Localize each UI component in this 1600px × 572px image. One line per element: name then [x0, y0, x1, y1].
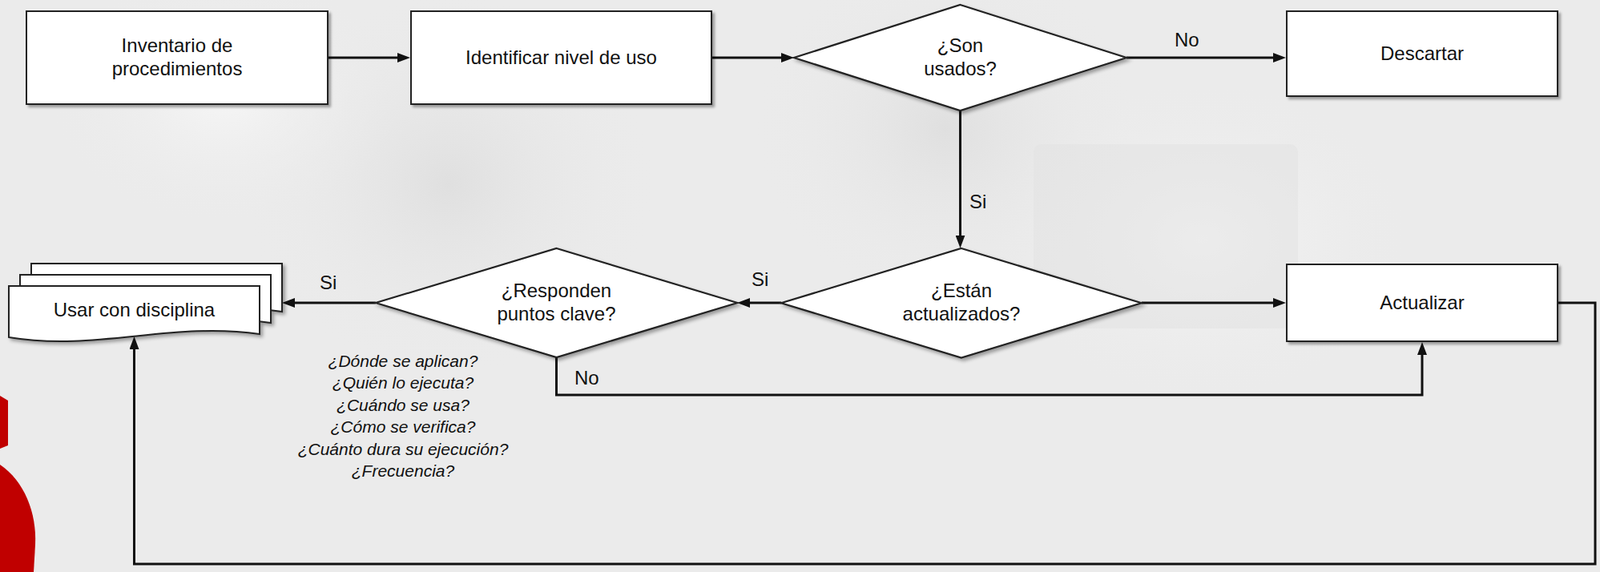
node-text: Usar con disciplina — [53, 298, 215, 323]
edge-label: Si — [969, 190, 987, 214]
question-note: ¿Cuánto dura su ejecución? — [242, 438, 564, 460]
question-note: ¿Dónde se aplican? — [242, 350, 564, 372]
question-note: ¿Cómo se verifica? — [242, 415, 564, 438]
document-page — [8, 286, 260, 342]
edge-label: No — [1174, 28, 1200, 52]
decision-diamond: ¿Son usados? — [793, 4, 1127, 111]
flow-connector — [556, 348, 1423, 395]
text-holder: Usar con disciplina — [8, 286, 260, 335]
red-accent — [0, 395, 9, 449]
question-note: ¿Frecuencia? — [242, 459, 564, 482]
text-holder: ¿Están actualizados? — [781, 248, 1142, 359]
process-box: Identificar nivel de uso — [410, 10, 713, 105]
question-note: ¿Quién lo ejecuta? — [242, 371, 564, 394]
process-box: Inventario de procedimientos — [25, 10, 329, 105]
node-text: ¿Son usados? — [916, 34, 1005, 81]
text-holder: ¿Son usados? — [793, 4, 1127, 111]
node-text: ¿Están actualizados? — [893, 279, 1030, 327]
edge-label: Si — [751, 268, 769, 291]
node-text: Actualizar — [1379, 291, 1464, 315]
text-holder: Inventario de procedimientos — [27, 12, 327, 104]
node-text: Descartar — [1380, 42, 1464, 66]
flow-connector — [743, 301, 782, 304]
node-text: ¿Responden puntos clave? — [487, 279, 625, 327]
red-accent — [0, 464, 36, 572]
flow-connector — [1126, 56, 1280, 60]
decision-diamond: ¿Están actualizados? — [781, 248, 1142, 359]
flow-connector — [328, 56, 404, 60]
text-holder: Actualizar — [1287, 265, 1557, 341]
multi-document: Usar con disciplina — [8, 263, 283, 343]
question-note: ¿Cuándo se usa? — [242, 394, 564, 416]
text-holder: ¿Responden puntos clave? — [375, 248, 738, 358]
text-holder: Identificar nivel de uso — [411, 12, 711, 104]
diamond-shape — [781, 248, 1142, 359]
diamond-shape — [793, 4, 1127, 111]
edge-label-box: Si — [751, 268, 769, 291]
decision-diamond: ¿Responden puntos clave? — [375, 248, 738, 358]
flow-connector — [288, 301, 376, 304]
photo-light — [993, 80, 1411, 401]
text-holder: Descartar — [1287, 12, 1557, 96]
node-text: Identificar nivel de uso — [465, 46, 657, 70]
diamond-shape — [375, 248, 738, 358]
edge-label: Si — [319, 271, 337, 295]
flow-connector — [959, 110, 962, 242]
key-questions: ¿Dónde se aplican?¿Quién lo ejecuta?¿Cuá… — [242, 350, 564, 482]
edge-label: No — [574, 366, 600, 390]
node-text: Inventario de procedimientos — [96, 34, 258, 81]
flow-connector — [1141, 301, 1280, 304]
flow-connector — [712, 56, 788, 60]
edge-label-box: Si — [969, 190, 987, 214]
edge-label-box: No — [574, 366, 600, 390]
edge-label-box: No — [1174, 28, 1200, 52]
process-box: Descartar — [1285, 10, 1559, 97]
process-box: Actualizar — [1285, 263, 1559, 343]
edge-label-box: Si — [319, 271, 337, 295]
